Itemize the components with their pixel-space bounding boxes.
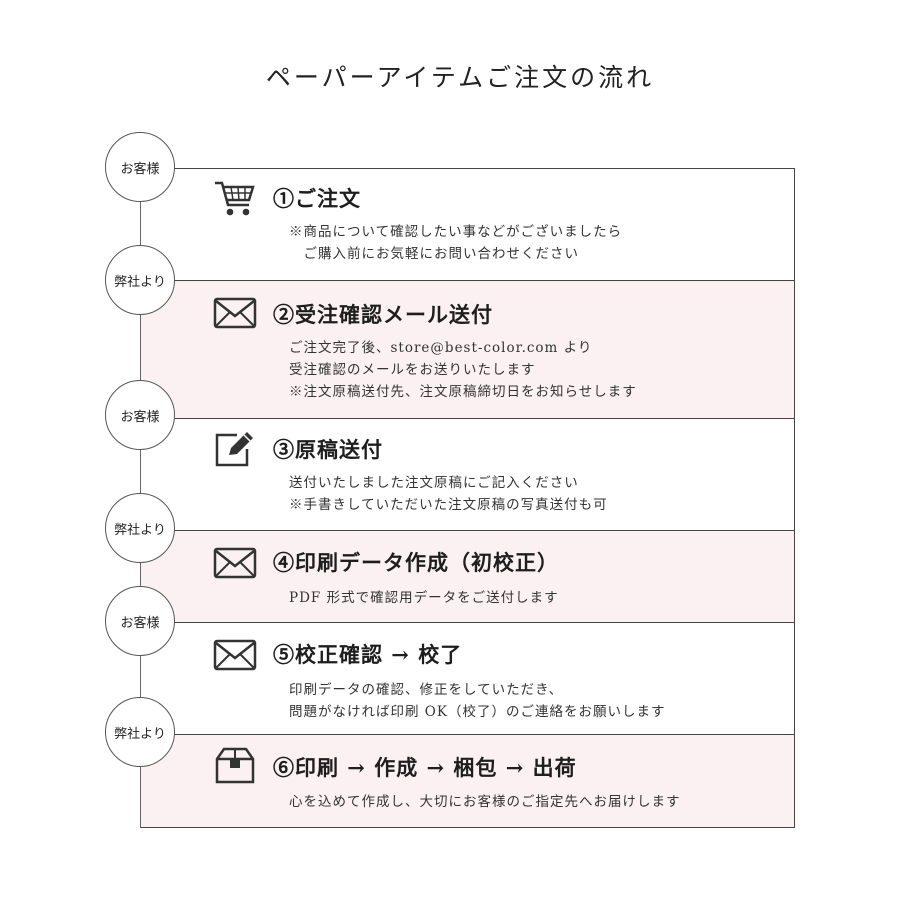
step-6-heading: ⑥印刷 → 作成 → 梱包 → 出荷 xyxy=(273,755,577,780)
step-3-line-1: 送付いたしました注文原稿にご記入ください xyxy=(289,475,579,491)
step-5-heading: ⑤校正確認 → 校了 xyxy=(273,642,463,667)
actor-circle-company: 弊社より xyxy=(105,245,175,315)
cart-icon xyxy=(215,181,255,216)
step-3-heading: ③原稿送付 xyxy=(273,437,383,462)
step-1: ①ご注文 ※商品について確認したい事などがございましたら ご購入前にお気軽にお問… xyxy=(141,168,794,280)
step-5-line-2: 問題がなければ印刷 OK（校了）のご連絡をお願いします xyxy=(289,704,666,720)
actor-circle-company: 弊社より xyxy=(105,493,175,563)
actor-circle-customer: お客様 xyxy=(105,132,175,202)
step-1-heading: ①ご注文 xyxy=(273,186,361,211)
step-2-line-3: ※注文原稿送付先、注文原稿締切日をお知らせします xyxy=(289,384,637,400)
step-3-line-2: ※手書きしていただいた注文原稿の写真送付も可 xyxy=(289,497,608,513)
actor-circle-customer: お客様 xyxy=(105,380,175,450)
actor-circle-customer: お客様 xyxy=(105,586,175,656)
envelope-icon xyxy=(213,547,257,579)
step-1-line-2: ご購入前にお気軽にお問い合わせください xyxy=(289,246,579,262)
actor-circle-company: 弊社より xyxy=(105,697,175,767)
step-2-heading: ②受注確認メール送付 xyxy=(273,302,493,327)
step-4-heading: ④印刷データ作成（初校正） xyxy=(273,550,559,575)
envelope-icon xyxy=(213,297,257,329)
step-6-line-1: 心を込めて作成し、大切にお客様のご指定先へお届けします xyxy=(289,794,681,810)
envelope-icon xyxy=(213,639,257,671)
step-6: ⑥印刷 → 作成 → 梱包 → 出荷 心を込めて作成し、大切にお客様のご指定先へ… xyxy=(141,734,794,827)
flow-panel xyxy=(140,168,795,828)
step-2: ②受注確認メール送付 ご注文完了後、store@best-color.com よ… xyxy=(141,280,794,418)
edit-icon xyxy=(215,432,253,467)
step-4: ④印刷データ作成（初校正） PDF 形式で確認用データをご送付します xyxy=(141,530,794,622)
step-3: ③原稿送付 送付いたしました注文原稿にご記入ください ※手書きしていただいた注文… xyxy=(141,418,794,530)
package-icon xyxy=(215,747,255,784)
step-5: ⑤校正確認 → 校了 印刷データの確認、修正をしていただき、 問題がなければ印刷… xyxy=(141,622,794,734)
step-5-line-1: 印刷データの確認、修正をしていただき、 xyxy=(289,682,564,698)
page-title: ペーパーアイテムご注文の流れ xyxy=(265,63,655,92)
step-1-line-1: ※商品について確認したい事などがございましたら xyxy=(289,224,623,240)
step-4-line-1: PDF 形式で確認用データをご送付します xyxy=(289,590,559,606)
step-2-line-1: ご注文完了後、store@best-color.com より xyxy=(289,340,593,356)
step-2-line-2: 受注確認のメールをお送りいたします xyxy=(289,362,536,378)
